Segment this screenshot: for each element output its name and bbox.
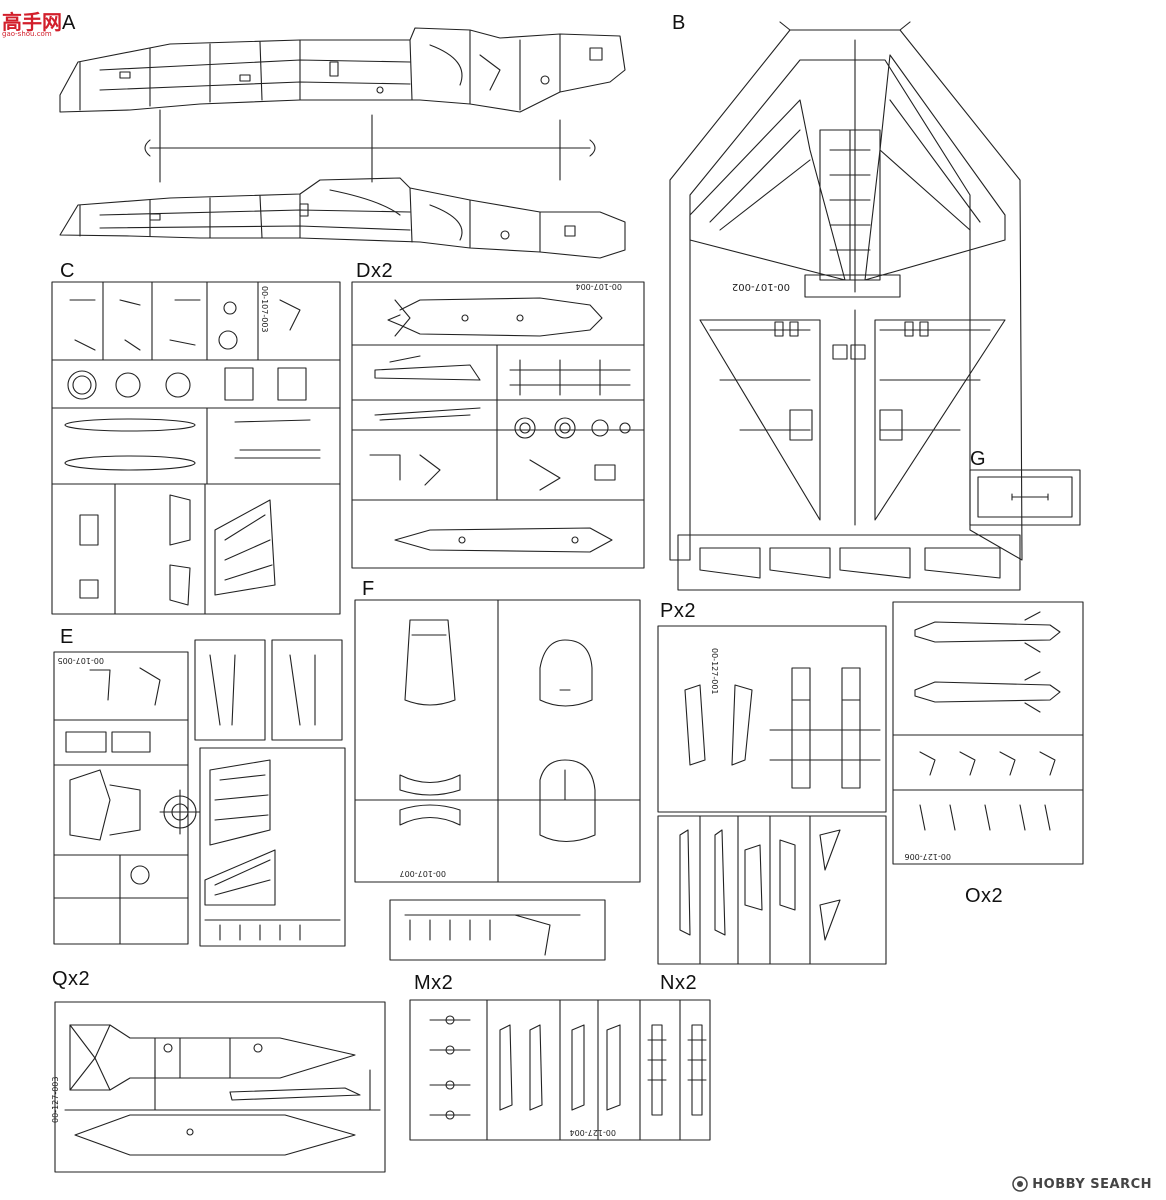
sprue-label-n: Nx2 (660, 972, 698, 994)
sprue-label-p: Px2 (660, 600, 696, 622)
sprue-m-n (409, 999, 711, 1141)
watermark-site-name: 高手网 (2, 10, 62, 34)
sprue-label-g: G (970, 448, 987, 470)
sprue-g (969, 469, 1081, 526)
sprue-p-code: 00-127-001 (710, 648, 719, 695)
sprue-e (53, 639, 346, 947)
hobby-search-watermark: HOBBY SEARCH (1012, 1176, 1152, 1192)
sprue-d (351, 281, 645, 569)
sprue-o (892, 601, 1084, 865)
sprue-f-code: 00-107-007 (400, 869, 447, 878)
sprue-label-b: B (672, 12, 686, 34)
sprue-b (669, 21, 1023, 591)
sprue-p (657, 625, 887, 965)
sprue-label-f: F (362, 578, 375, 600)
sprue-label-e: E (60, 626, 74, 648)
sprue-b-code: 00-107-002 (732, 281, 790, 292)
sprue-f (354, 599, 641, 961)
watermark-logo: 高手网 gao-shou.com (2, 6, 74, 38)
sprue-mn-code: 00-127-004 (570, 1128, 617, 1137)
sprue-label-d: Dx2 (356, 260, 394, 282)
sprue-label-q: Qx2 (52, 968, 91, 990)
sprue-label-a: A (62, 12, 76, 34)
sprue-label-c: C (60, 260, 75, 282)
sprue-q-code: 00-127-003 (51, 1077, 60, 1124)
sprue-q (54, 1001, 386, 1173)
sprue-label-m: Mx2 (414, 972, 454, 994)
sprue-c-code: 00-107-003 (260, 286, 269, 333)
watermark-site-url: gao-shou.com (2, 30, 52, 38)
hobby-search-logo-icon (1012, 1176, 1029, 1192)
sprue-label-o: Ox2 (965, 885, 1004, 907)
sprue-e-code: 00-107-005 (58, 656, 105, 665)
sprue-c (51, 281, 341, 615)
sprue-o-code: 00-127-006 (905, 852, 952, 861)
hobby-search-brand: HOBBY SEARCH (1032, 1176, 1152, 1192)
sprue-d-code: 00-107-004 (576, 282, 623, 291)
sprue-a (59, 27, 626, 259)
